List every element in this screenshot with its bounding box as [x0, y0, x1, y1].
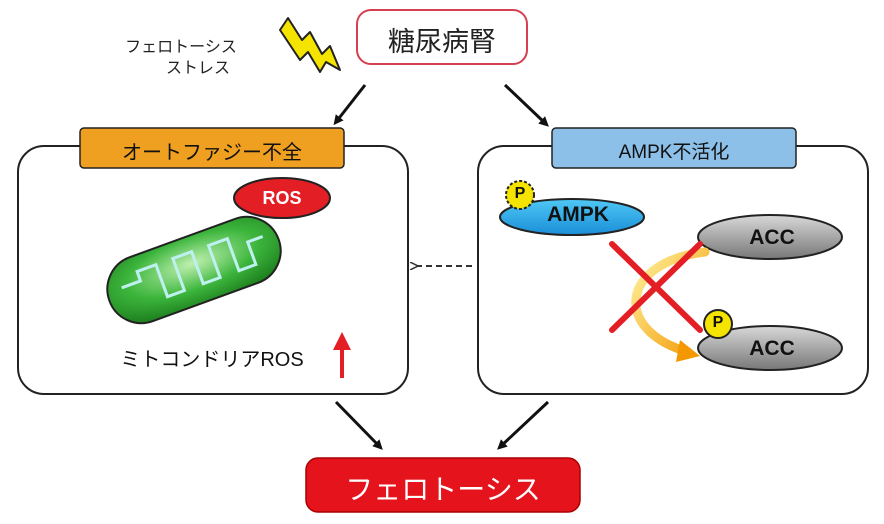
left-panel-title: オートファジー不全: [122, 142, 302, 164]
arrow-top-to-right: [503, 83, 549, 127]
ros-badge: [233, 177, 331, 219]
acc-bottom-label: ACC: [749, 337, 795, 360]
mitochondrion-icon: [106, 215, 282, 325]
acc-bottom-ellipse: [697, 325, 843, 371]
phospho-circle-acc: [703, 309, 733, 339]
right-panel-title-bg: [551, 127, 797, 169]
lightning-icon: [279, 17, 341, 73]
stress-label-line1: フェロトーシス: [125, 39, 237, 56]
arrow-left-to-bottom: [334, 400, 383, 450]
acc-top-ellipse: [697, 214, 843, 260]
arrow-right-to-bottom: [497, 400, 550, 450]
mito-ros-caption: ミトコンドリアROS: [120, 349, 304, 371]
phospho-label-acc: P: [712, 314, 724, 331]
increase-arrow-icon: [333, 332, 351, 378]
ampk-ellipse: [499, 198, 645, 236]
phospho-label-ampk: P: [514, 185, 526, 202]
inhibition-x-icon: [609, 241, 703, 333]
ros-badge-label: ROS: [262, 188, 302, 208]
phosphorylation-arrow: [631, 247, 710, 357]
stress-label-line2: ストレス: [165, 60, 230, 77]
top-box-label: 糖尿病腎: [388, 27, 496, 57]
phospho-circle-ampk: [505, 180, 535, 210]
acc-top-label: ACC: [749, 226, 795, 249]
bottom-box-label: フェロトーシス: [345, 474, 541, 505]
bottom-box: [305, 457, 581, 513]
ampk-label: AMPK: [547, 203, 609, 226]
phosphorylation-arrowhead: [676, 340, 700, 362]
right-panel-title: AMPK不活化: [618, 142, 730, 163]
arrow-top-to-left: [333, 84, 367, 126]
top-box: [356, 9, 528, 65]
left-panel-title-bg: [79, 127, 345, 169]
